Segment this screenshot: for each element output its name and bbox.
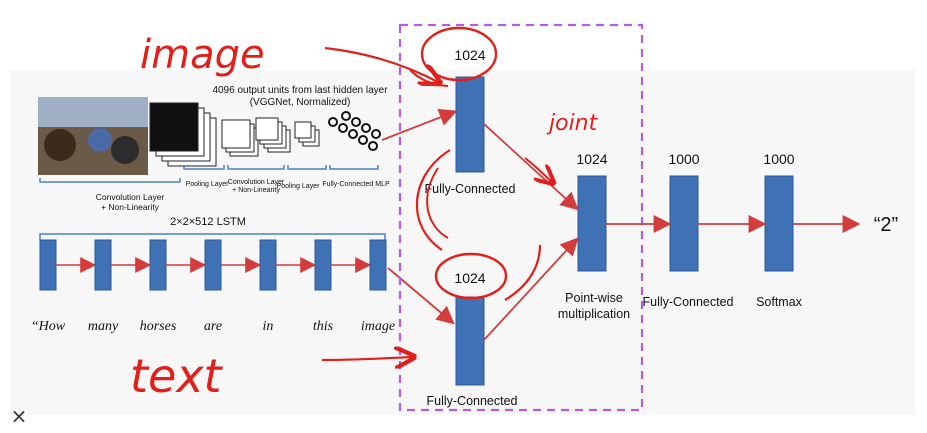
lstm-word: horses xyxy=(140,319,177,334)
lstm-cell xyxy=(314,239,332,291)
joint-size: 1024 xyxy=(576,151,607,167)
annotation-image-arrow xyxy=(324,46,438,82)
annotations: image text joint xyxy=(130,26,599,403)
lstm-cell xyxy=(39,239,57,291)
annotation-text: text xyxy=(130,349,224,403)
fc-image-size: 1024 xyxy=(454,47,485,63)
fc-image-block xyxy=(455,76,485,173)
lstm-cell xyxy=(204,239,222,291)
cnn-output-caption-1: 4096 output units from last hidden layer xyxy=(212,85,388,96)
softmax-label: Softmax xyxy=(756,295,803,309)
fc2-label: Fully-Connected xyxy=(642,295,733,309)
lstm-cell xyxy=(94,239,112,291)
lstm-cell xyxy=(369,239,387,291)
output-answer: “2” xyxy=(874,214,898,236)
fc2-block xyxy=(669,175,699,272)
cnn-output-caption-2: (VGGNet, Normalized) xyxy=(250,97,351,108)
circle-fc-text-size xyxy=(434,252,508,300)
fc-text-block xyxy=(455,296,485,386)
conv2-label-1: Convolution Layer xyxy=(228,179,285,186)
conv1-label-2: + Non-Linearity xyxy=(101,202,160,212)
lstm-word: “How xyxy=(31,319,66,334)
lstm-section: 2×2×512 LSTM “How many horses are in this imag… xyxy=(31,216,455,334)
conv1-label-1: Convolution Layer xyxy=(96,192,165,202)
pool2-label: Pooling Layer xyxy=(277,183,320,190)
fc-text-size: 1024 xyxy=(454,270,485,286)
softmax-block xyxy=(764,175,794,272)
annotation-curve-left xyxy=(416,149,451,251)
pool-stack-2 xyxy=(294,121,320,147)
pointwise-label-2: multiplication xyxy=(558,307,630,321)
lstm-to-fc-arrow xyxy=(387,267,455,325)
fc2-size: 1000 xyxy=(668,151,699,167)
annotation-image: image xyxy=(140,32,265,78)
conv-stack-2 xyxy=(255,117,291,153)
lstm-word: in xyxy=(263,319,274,334)
fc-text-to-joint-arrow xyxy=(483,237,579,341)
pool-stack-1 xyxy=(221,119,259,157)
pointwise-block xyxy=(577,175,607,272)
lstm-word: are xyxy=(204,319,222,334)
softmax-size: 1000 xyxy=(763,151,794,167)
lstm-cell xyxy=(259,239,277,291)
mlp-nodes xyxy=(328,111,381,151)
mlp-label: Fully-Connected MLP xyxy=(322,181,390,188)
lstm-word: many xyxy=(88,319,119,334)
annotation-joint: joint xyxy=(546,111,599,136)
lstm-word: this xyxy=(313,319,334,334)
fc-image-label: Fully-Connected xyxy=(424,182,515,196)
lstm-word: image xyxy=(361,319,395,334)
conv-stack-1 xyxy=(149,102,217,167)
lstm-title: 2×2×512 LSTM xyxy=(170,216,246,228)
cnn-section: Convolution Layer + Non-Linearity Poolin… xyxy=(38,85,458,212)
lstm-words: “How many horses are in this image xyxy=(31,319,395,334)
annotation-text-arrow xyxy=(321,357,412,360)
annotation-curve-right xyxy=(504,244,542,301)
pool1-label: Pooling Layer xyxy=(186,181,229,188)
lstm-cells xyxy=(39,239,387,291)
cnn-to-fc-arrow xyxy=(381,108,458,141)
highlight-box xyxy=(398,23,644,412)
pointwise-label-1: Point-wise xyxy=(565,291,623,305)
circle-fc-image-size xyxy=(420,26,498,82)
network: 1024 Fully-Connected 1024 Fully-Connecte… xyxy=(424,47,898,408)
conv2-label-2: + Non-Linearity xyxy=(232,187,280,194)
close-icon[interactable]: × xyxy=(10,404,28,428)
lstm-cell xyxy=(149,239,167,291)
fc-text-label: Fully-Connected xyxy=(426,394,517,408)
fc-image-to-joint-arrow xyxy=(483,123,579,211)
